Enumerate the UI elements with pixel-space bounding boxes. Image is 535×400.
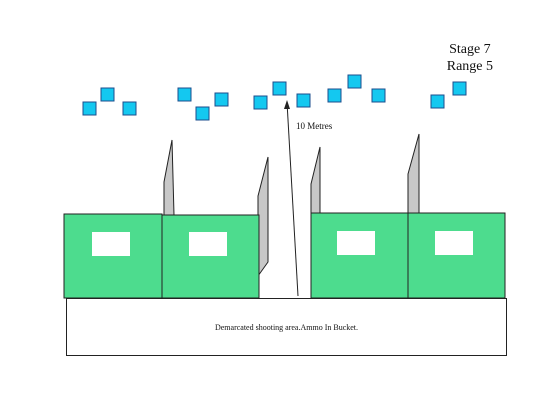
target bbox=[100, 87, 115, 102]
side-panel bbox=[407, 133, 420, 214]
barricade-window bbox=[189, 232, 227, 256]
side-panel bbox=[163, 139, 175, 216]
side-panel bbox=[310, 146, 321, 214]
shooting-area: Demarcated shooting area.Ammo In Bucket. bbox=[66, 298, 507, 356]
stage-title: Stage 7 Range 5 bbox=[447, 41, 493, 75]
target bbox=[177, 87, 192, 102]
target bbox=[452, 81, 467, 96]
target bbox=[195, 106, 210, 121]
barricade bbox=[63, 213, 163, 299]
target bbox=[214, 92, 229, 107]
barricade bbox=[407, 212, 506, 299]
target bbox=[430, 94, 445, 109]
target bbox=[347, 74, 362, 89]
barricades bbox=[63, 212, 506, 299]
target bbox=[272, 81, 287, 96]
stage-number: Stage 7 bbox=[449, 42, 491, 57]
target bbox=[122, 101, 137, 116]
shooting-area-label: Demarcated shooting area.Ammo In Bucket. bbox=[214, 322, 359, 332]
range-number: Range 5 bbox=[446, 59, 493, 74]
barricade-window bbox=[337, 231, 375, 255]
target bbox=[371, 88, 386, 103]
targets bbox=[82, 74, 467, 121]
distance-arrow-line bbox=[286, 101, 299, 297]
barricade-window bbox=[92, 232, 130, 256]
distance-label: 10 Metres bbox=[296, 121, 333, 131]
target bbox=[296, 93, 311, 108]
target bbox=[253, 95, 268, 110]
distance-arrow bbox=[284, 100, 299, 297]
distance-arrowhead bbox=[284, 100, 290, 109]
barricade bbox=[161, 214, 260, 299]
target bbox=[327, 88, 342, 103]
barricade-window bbox=[435, 231, 473, 255]
target bbox=[82, 101, 97, 116]
barricade bbox=[310, 212, 409, 299]
